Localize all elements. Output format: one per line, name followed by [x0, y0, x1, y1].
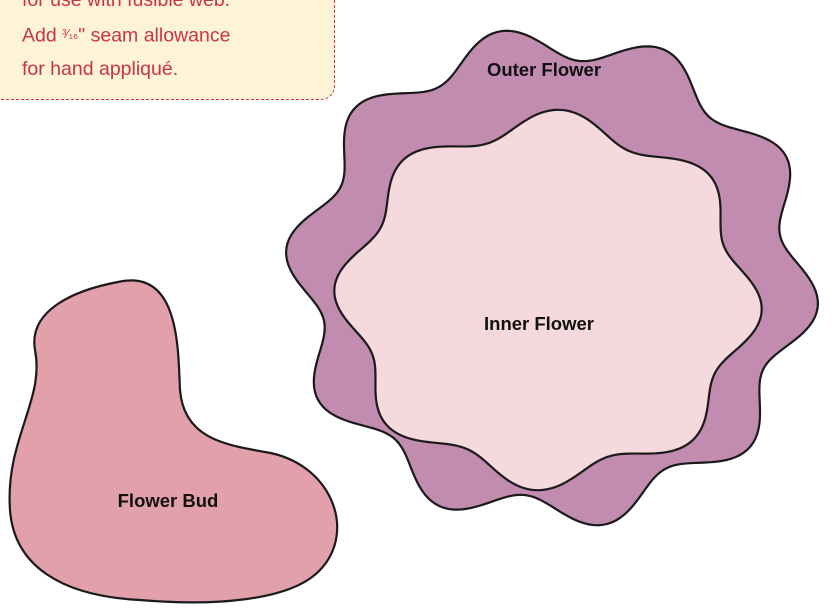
seam-fraction: ³⁄₁₆ — [62, 26, 79, 41]
note-line-2: Add ³⁄₁₆" seam allowance — [22, 17, 230, 52]
inner-flower-shape — [333, 108, 763, 492]
note-line-2-suffix: " seam allowance — [78, 24, 231, 47]
note-line-2-prefix: Add — [22, 24, 57, 47]
note-line-3: for hand appliqué. — [22, 58, 179, 81]
outer-flower-label: Outer Flower — [486, 59, 602, 80]
flower-bud-label: Flower Bud — [117, 490, 219, 511]
inner-flower-label: Inner Flower — [484, 313, 594, 334]
instruction-note — [0, 0, 335, 100]
flower-bud-shape — [8, 279, 339, 604]
note-line-1: for use with fusible web. — [22, 0, 231, 11]
instruction-note-text: for use with fusible web. Add ³⁄₁₆" seam… — [22, 0, 230, 86]
